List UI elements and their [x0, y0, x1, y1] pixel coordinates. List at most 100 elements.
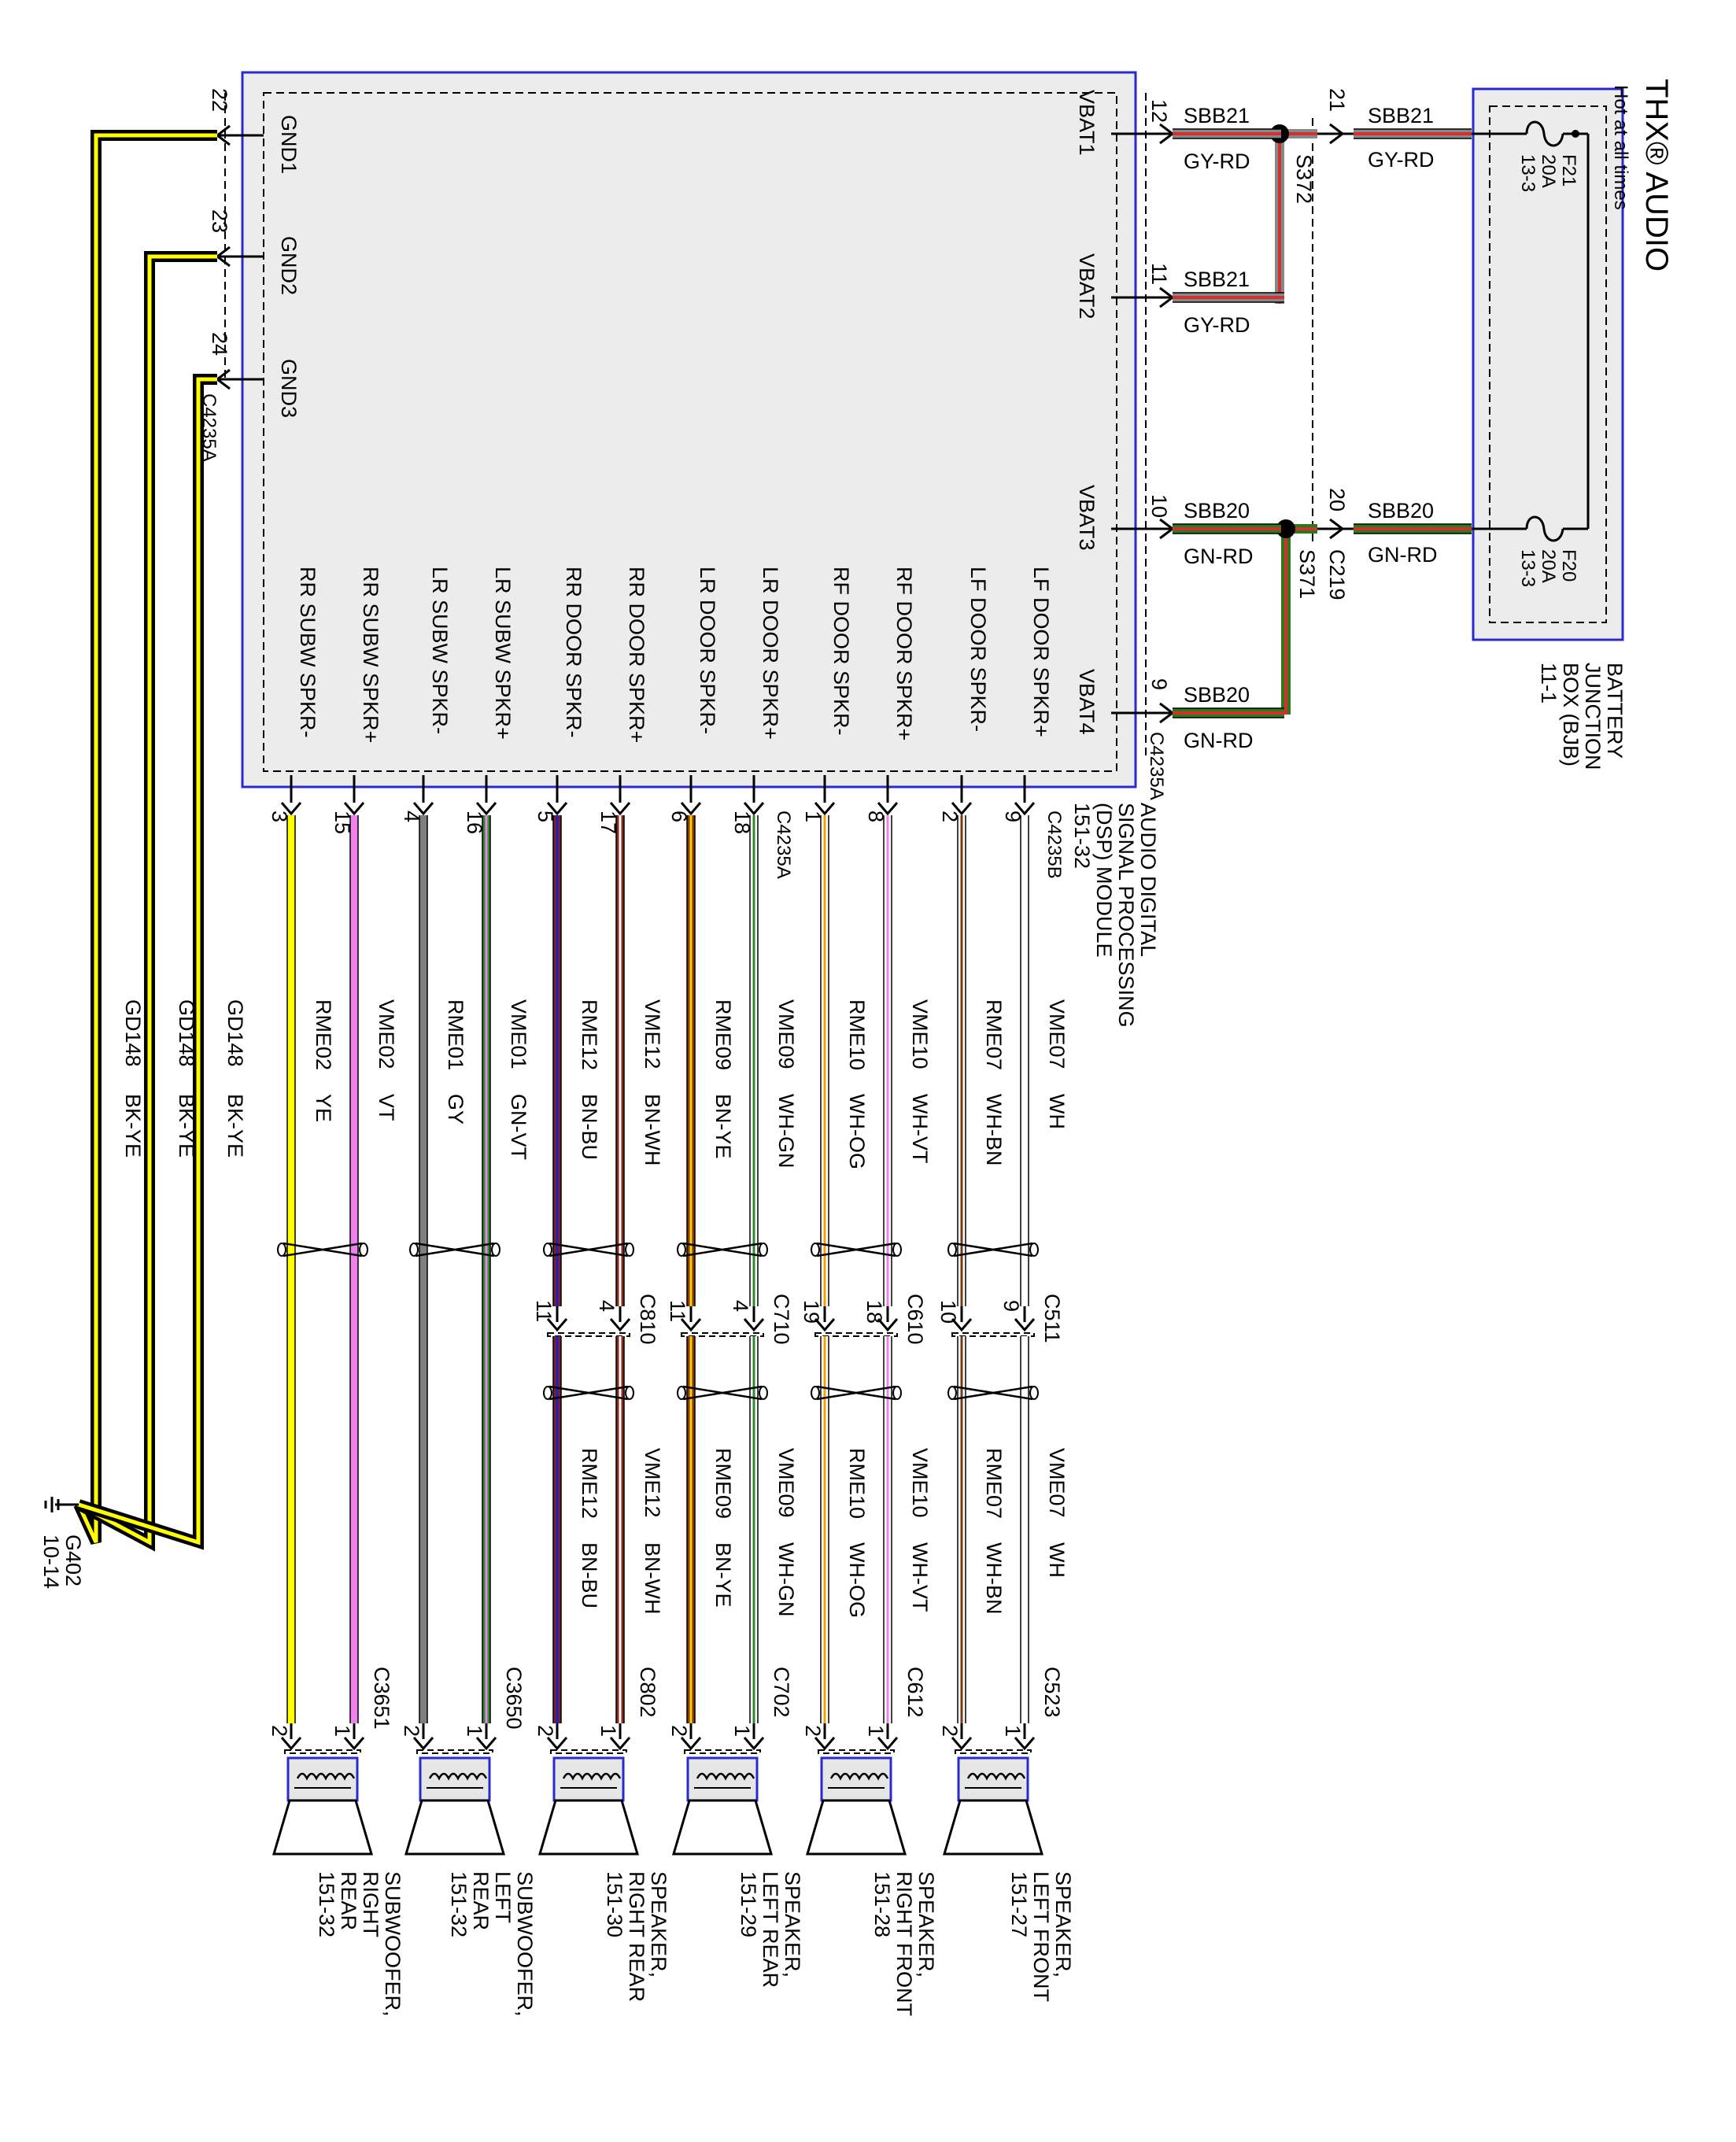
pin-name-gnd2: GND2 [277, 236, 301, 295]
wire-color-minus-lower: WH-BN [982, 1542, 1006, 1614]
wire-circuit-plus-lower: VME09 [774, 1448, 798, 1518]
wire-circuit-plus-lower: VME07 [1045, 1448, 1069, 1518]
wire-circuit-plus: VME01 [507, 999, 530, 1069]
wire-plus-lower [1020, 1336, 1029, 1723]
speaker-label-line-3: 151-30 [603, 1871, 626, 1937]
fuse-f21-ref: 13-3 [1517, 154, 1538, 192]
connector-arrow-icon [475, 1737, 497, 1751]
dsp-pin-number-minus: 6 [667, 811, 691, 822]
wire-color-minus-lower: BN-BU [578, 1542, 601, 1608]
s372-label: S372 [1292, 154, 1316, 204]
channel-subwoofer-right-rear-151-32: RR SUBW SPKR+RR SUBW SPKR-153VME02VTRME0… [268, 567, 404, 2017]
twisted-pair-marker [811, 1242, 902, 1258]
connector-arrow-icon [280, 802, 302, 816]
speaker-label-line-2: LEFT REAR [759, 1871, 782, 1988]
wire-color-minus-upper: BN-YE [711, 1094, 735, 1159]
ground-color-label: BK-YE [223, 1094, 247, 1158]
c219-pin-21: 21 [1325, 88, 1349, 112]
fuse-f21-rating: 20A [1538, 154, 1559, 188]
dsp-pin-label-minus: RR DOOR SPKR- [562, 567, 585, 738]
pin-number-24: 24 [208, 332, 231, 356]
twisted-pair-marker [947, 1242, 1039, 1258]
speaker-icon [671, 1756, 774, 1856]
hot-at-all-times-text: Hot at all times [1610, 85, 1631, 210]
connector-arrow-icon [680, 802, 702, 816]
speaker-pin-plus: 1 [597, 1725, 620, 1737]
connector-arrow-icon [546, 802, 568, 816]
speaker-label-line-3: 151-28 [870, 1871, 894, 1937]
pin-name-vbat2: VBAT2 [1075, 253, 1099, 319]
speaker-label-line-1: SPEAKER, [647, 1871, 670, 1978]
connector-arrow-icon [680, 1318, 702, 1332]
inline-pin-plus: 18 [862, 1300, 886, 1324]
s371-label: S371 [1295, 549, 1319, 599]
dsp-pin-label-minus: RR SUBW SPKR- [296, 567, 319, 738]
bjb-sbb21-circuit: SBB21 [1368, 104, 1434, 127]
dsp-pin-label-minus: LF DOOR SPKR- [966, 567, 990, 732]
fuse-f21: F21 20A 13-3 [1472, 120, 1588, 192]
splice-s372: S372 [1270, 124, 1317, 304]
wire-minus-lower [957, 1336, 966, 1723]
connector-arrow-icon [743, 802, 765, 816]
wire-circuit-minus-upper: RME12 [578, 999, 601, 1070]
wire-circuit-plus-lower: VME12 [641, 1448, 664, 1518]
speaker-pin-minus: 2 [400, 1725, 423, 1737]
speaker-pin-minus: 2 [534, 1725, 557, 1737]
dsp-pin-number-minus: 2 [938, 811, 962, 822]
speaker-pin-minus: 2 [667, 1725, 691, 1737]
wire-color-plus-upper: WH-GN [774, 1094, 798, 1168]
pin-name-gnd1: GND1 [277, 115, 301, 174]
speaker-label-line-2: LEFT [491, 1871, 515, 1923]
connector-arrow-icon [814, 1318, 836, 1332]
fuse-f20-id: F20 [1558, 549, 1579, 582]
bjb-label-2: JUNCTION [1581, 663, 1605, 770]
wire-minus [286, 815, 296, 1723]
connector-arrow-icon [814, 1737, 836, 1751]
speaker-pin-minus: 2 [268, 1725, 291, 1737]
speaker-label-line-3: REAR [469, 1871, 493, 1930]
power-color-label: GN-RD [1184, 729, 1254, 752]
speaker-label-line-1: SPEAKER, [781, 1871, 804, 1978]
wire-minus-lower [552, 1336, 562, 1723]
bjb-label-1: BATTERY [1603, 663, 1627, 759]
connector-arrow-icon [1014, 1318, 1036, 1332]
c219-pin-20: 20 [1325, 488, 1349, 511]
inline-pin-minus: 11 [666, 1300, 689, 1322]
wire-color-plus: VT [375, 1094, 398, 1121]
connector-arrow-icon [1014, 802, 1036, 816]
wire-minus [419, 815, 428, 1723]
speaker-label-line-4: 151-32 [447, 1871, 471, 1937]
twisted-pair-marker [543, 1242, 634, 1258]
speaker-pin-plus: 1 [331, 1725, 354, 1737]
connector-arrow-icon [343, 802, 365, 816]
dsp-pin-label-plus: LR DOOR SPKR+ [759, 567, 782, 740]
dsp-label-4: 151-32 [1070, 803, 1094, 869]
bjb-sbb21-color: GY-RD [1368, 148, 1435, 172]
dsp-pin-label-plus: LF DOOR SPKR+ [1029, 567, 1053, 737]
dsp-pin-label-plus: LR SUBW SPKR+ [491, 567, 515, 740]
speaker-label-line-4: 151-32 [315, 1871, 338, 1937]
channel-subwoofer-left-rear-151-32: LR SUBW SPKR+LR SUBW SPKR-164VME01GN-VTR… [400, 567, 537, 2017]
connector-arrow-icon [877, 802, 899, 816]
twisted-pair-marker [947, 1385, 1039, 1401]
wire-color-plus-lower: WH-GN [774, 1542, 798, 1616]
speaker-icon [537, 1756, 640, 1856]
twisted-pair-marker [277, 1242, 368, 1258]
wire-color-plus-lower: WH-VT [908, 1542, 932, 1612]
wire-circuit-plus: VME02 [375, 999, 398, 1069]
wire-circuit-plus-upper: VME12 [641, 999, 664, 1069]
fuse-f20-rating: 20A [1538, 549, 1559, 583]
ground-ref-1: G402 [61, 1534, 85, 1586]
connector-arrow-icon [412, 802, 434, 816]
twisted-pair-marker [543, 1385, 634, 1401]
diagram-title: THX® AUDIO [1639, 79, 1674, 271]
wire-plus-lower [883, 1336, 892, 1723]
wire-color-minus: YE [312, 1094, 335, 1122]
bjb-feed-sbb20: SBB20 GN-RD [1354, 499, 1472, 567]
wire-circuit-minus: RME01 [444, 999, 467, 1070]
power-circuit-label: SBB21 [1184, 268, 1250, 291]
